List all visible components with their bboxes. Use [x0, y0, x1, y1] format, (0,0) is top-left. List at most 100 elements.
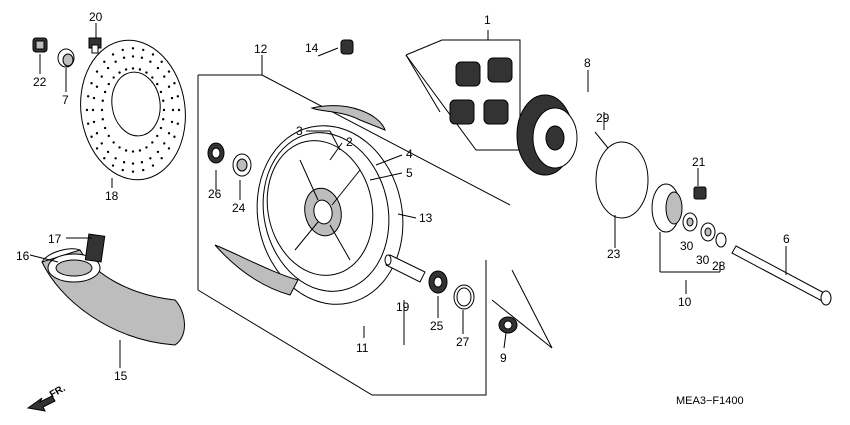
callout-3: 3	[296, 124, 303, 138]
disc-hole	[131, 55, 135, 58]
disc-hole	[156, 66, 160, 70]
collar	[57, 48, 75, 68]
disc-hole	[163, 142, 166, 145]
stud-bolt	[594, 131, 609, 149]
disc-hole	[173, 135, 176, 138]
callout-8: 8	[584, 56, 591, 70]
disc-hole	[167, 85, 171, 88]
disc-hole	[100, 108, 104, 112]
disc-hole	[100, 75, 103, 78]
disc-hole	[170, 120, 174, 124]
rim-band	[84, 233, 106, 263]
front-direction-arrow: FR.	[26, 383, 68, 412]
bearing-right	[428, 270, 448, 294]
callout-24: 24	[232, 201, 246, 215]
driven-hub	[651, 183, 683, 233]
oil-seal-right	[453, 284, 475, 310]
disc-hole	[140, 161, 144, 164]
disc-hole	[106, 66, 110, 70]
disc-hole	[162, 118, 165, 121]
callout-25: 25	[430, 319, 444, 333]
disc-hole	[124, 68, 128, 71]
disc-hole	[86, 122, 90, 125]
disc-hole	[170, 96, 174, 100]
disc-hole	[121, 168, 124, 172]
collar-30a	[682, 212, 698, 232]
callout-15: 15	[114, 369, 128, 383]
tire	[41, 248, 185, 346]
disc-hole	[156, 134, 159, 138]
damper-group-line	[405, 54, 441, 113]
disc-hole	[107, 82, 110, 86]
disc-hole	[138, 149, 142, 152]
disc-hole	[131, 47, 135, 50]
disc-hole	[162, 99, 165, 102]
disc-hole	[151, 164, 155, 167]
callout-6: 6	[783, 232, 790, 246]
diagram-code: MEA3−F1400	[676, 395, 744, 407]
disc-hole	[176, 95, 180, 98]
final-driven-flange	[516, 94, 578, 176]
front-direction-label: FR.	[48, 383, 68, 401]
disc-hole	[167, 147, 171, 150]
callout-20: 20	[89, 10, 103, 24]
callout-21: 21	[692, 155, 706, 169]
disc-hole	[160, 60, 163, 64]
disc-hole	[131, 170, 135, 173]
callout-1: 1	[484, 13, 491, 27]
disc-hole	[151, 53, 155, 56]
disc-hole	[159, 126, 163, 130]
side-collar	[498, 316, 518, 334]
disc-hole	[142, 168, 145, 172]
disc-hole	[167, 70, 171, 73]
callout-2: 2	[346, 135, 353, 149]
callout-5: 5	[406, 166, 413, 180]
callout-27: 27	[456, 335, 470, 349]
disc-hole	[114, 157, 117, 160]
disc-hole	[156, 150, 160, 154]
disc-hole	[118, 146, 121, 149]
callout-28: 28	[712, 259, 726, 273]
leader-lines	[29, 23, 787, 368]
callout-26: 26	[208, 187, 222, 201]
disc-hole	[145, 146, 148, 149]
disc-hole	[162, 108, 166, 112]
disc-hole	[163, 75, 166, 78]
callout-12: 12	[254, 42, 268, 56]
disc-hole	[149, 157, 152, 160]
callout-30a: 30	[680, 239, 694, 253]
oil-seal-left	[232, 153, 252, 177]
callout-9: 9	[500, 351, 507, 365]
collar-30b	[700, 222, 716, 242]
disc-hole	[151, 76, 154, 79]
disc-hole	[85, 108, 89, 112]
disc-hole	[95, 147, 99, 150]
disc-hole	[121, 48, 124, 52]
disc-hole	[124, 149, 128, 152]
disc-hole	[138, 68, 142, 71]
disc-hole	[103, 126, 107, 130]
distance-collar	[384, 254, 426, 283]
disc-hole	[106, 150, 110, 154]
rear-wheel	[256, 125, 404, 305]
disc-hole	[145, 71, 148, 74]
disc-hole	[177, 108, 181, 112]
callout-29: 29	[596, 111, 610, 125]
disc-hole	[140, 56, 144, 59]
callout-4: 4	[406, 147, 413, 161]
disc-hole	[90, 135, 93, 138]
disc-hole	[91, 108, 95, 112]
disc-hole	[111, 53, 115, 56]
callout-18: 18	[105, 189, 119, 203]
disc-hole	[103, 90, 107, 94]
disc-hole	[92, 96, 96, 100]
callout-11: 11	[356, 341, 369, 355]
callout-19: 19	[396, 300, 410, 314]
circlip	[595, 141, 649, 219]
bearing-left	[207, 142, 225, 164]
disc-hole	[131, 162, 135, 165]
disc-hole	[107, 134, 110, 138]
disc-hole	[95, 132, 99, 135]
rear-axle	[731, 245, 832, 306]
